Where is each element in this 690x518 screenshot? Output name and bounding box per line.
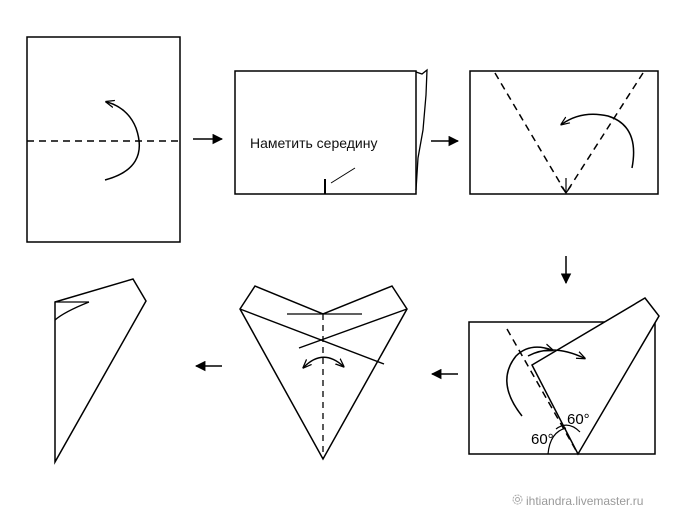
step-6-shape: [54, 278, 147, 465]
step-3-sheet: [469, 70, 659, 195]
step-4-curved-arrow-right: [527, 349, 584, 358]
step-3-curved-arrow: [562, 113, 635, 169]
step-5-double-arrow: [304, 356, 343, 367]
spiral-logo-icon: [512, 494, 523, 508]
step-1-curved-arrow: [105, 102, 141, 181]
step-4-angle-arc: [555, 424, 581, 433]
step-5-shape: [239, 285, 408, 461]
angle-label-lower: 60°: [531, 431, 554, 448]
step-4-curved-arrow-left: [506, 347, 552, 417]
watermark: ihtiandra.livemaster.ru: [512, 494, 643, 508]
step-2-sheet: [234, 68, 428, 195]
mark-middle-label: Наметить середину: [250, 135, 378, 151]
watermark-text: ihtiandra.livemaster.ru: [526, 494, 644, 508]
step-4-sheet: [468, 297, 660, 456]
step-1-sheet: [26, 36, 181, 243]
angle-label-upper: 60°: [567, 411, 590, 428]
step-2-leader-line: [330, 167, 356, 184]
